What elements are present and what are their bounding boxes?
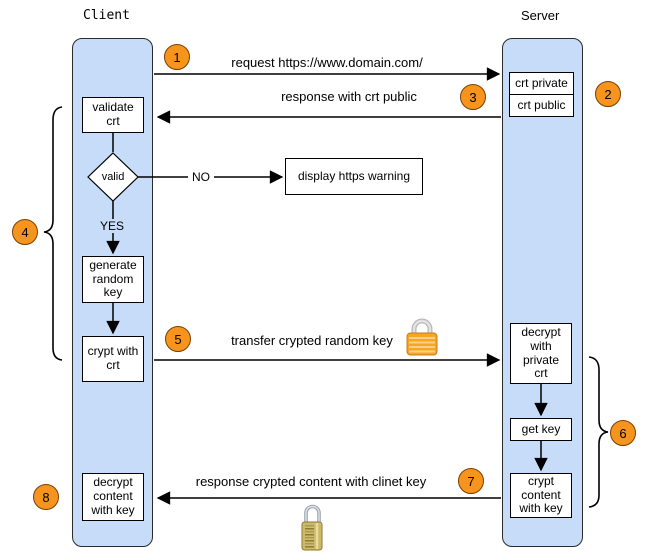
get-key-box: get key	[510, 418, 572, 441]
client-lane-title: Client	[83, 8, 130, 23]
response-content-arrow-label: response crypted content with clinet key	[195, 474, 427, 489]
step-2-badge: 2	[595, 81, 621, 107]
crt-public-box: crt public	[509, 94, 574, 117]
server-lane-title: Server	[521, 8, 560, 23]
step-4-badge: 4	[12, 219, 38, 245]
request-arrow-label: request https://www.domain.com/	[231, 55, 423, 70]
decrypt-with-private-crt-box: decrypt with private crt	[510, 323, 572, 384]
validate-crt-box: validate crt	[82, 97, 144, 133]
server-steps-brace	[588, 356, 609, 508]
crypt-content-with-key-box: crypt content with key	[510, 473, 572, 518]
step-5-badge: 5	[165, 326, 191, 352]
transfer-key-arrow-label: transfer crypted random key	[231, 333, 393, 348]
display-https-warning-box: display https warning	[285, 158, 423, 195]
no-branch-label: NO	[188, 170, 214, 184]
yes-branch-label: YES	[95, 219, 129, 233]
step-6-badge: 6	[610, 420, 636, 446]
crypt-with-crt-box: crypt with crt	[82, 336, 144, 382]
client-steps-brace	[43, 106, 63, 361]
combination-padlock-icon	[301, 504, 323, 551]
closed-padlock-icon	[406, 318, 438, 356]
crt-private-box: crt private	[509, 72, 574, 95]
generate-random-key-box: generate random key	[82, 256, 144, 303]
step-7-badge: 7	[458, 468, 484, 494]
step-3-badge: 3	[460, 84, 486, 110]
valid-decision-diamond	[87, 152, 139, 202]
step-8-badge: 8	[33, 484, 59, 510]
decrypt-content-with-key-box: decrypt content with key	[82, 473, 144, 521]
response-public-arrow-label: response with crt public	[281, 89, 417, 104]
valid-decision-label: valid	[101, 171, 125, 183]
step-1-badge: 1	[164, 44, 190, 70]
